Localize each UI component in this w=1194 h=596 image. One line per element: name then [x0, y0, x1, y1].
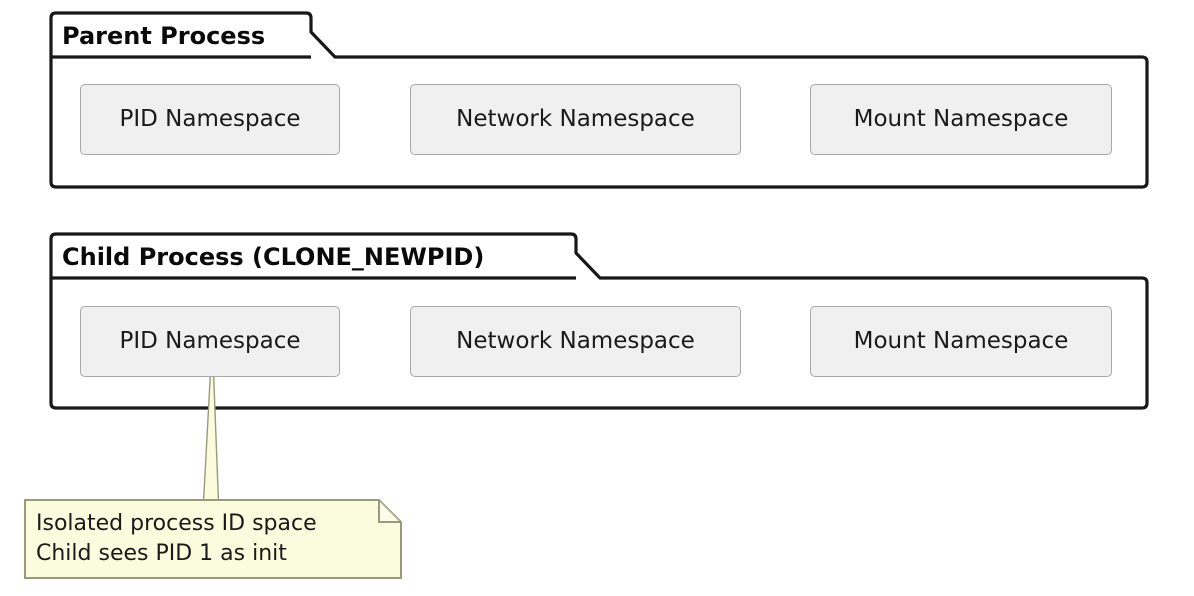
component-child-mount-namespace[interactable]: Mount Namespace — [810, 306, 1112, 377]
note-line-2: Child sees PID 1 as init — [36, 541, 287, 566]
component-parent-network-namespace[interactable]: Network Namespace — [410, 84, 741, 155]
component-label: Mount Namespace — [853, 106, 1069, 132]
component-child-pid-namespace[interactable]: PID Namespace — [80, 306, 340, 377]
component-parent-mount-namespace[interactable]: Mount Namespace — [810, 84, 1112, 155]
component-label: Network Namespace — [456, 106, 695, 132]
note-shape — [24, 499, 402, 579]
note-line-1: Isolated process ID space — [36, 511, 317, 536]
note-pid-namespace: Isolated process ID space Child sees PID… — [24, 499, 402, 579]
component-label: PID Namespace — [119, 106, 301, 132]
component-label: Network Namespace — [456, 328, 695, 354]
component-label: PID Namespace — [119, 328, 301, 354]
note-connector — [202, 371, 220, 503]
frame-parent-process-title: Parent Process — [62, 22, 266, 50]
component-label: Mount Namespace — [853, 328, 1069, 354]
component-child-network-namespace[interactable]: Network Namespace — [410, 306, 741, 377]
frame-child-process-title: Child Process (CLONE_NEWPID) — [62, 243, 485, 271]
component-parent-pid-namespace[interactable]: PID Namespace — [80, 84, 340, 155]
